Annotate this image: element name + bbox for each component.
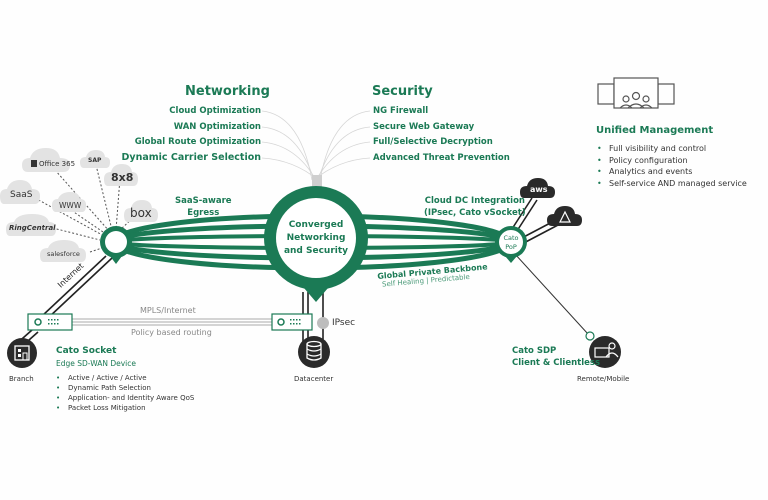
saas-egress-label: SaaS-aware Egress	[175, 195, 232, 219]
datacenter-label: Datacenter	[294, 375, 334, 383]
branch-icon	[7, 338, 37, 368]
socket-feature: Application- and Identity Aware QoS	[56, 393, 194, 403]
saas-cloud	[0, 180, 40, 204]
branch-socket-device	[27, 313, 73, 331]
management-title: Unified Management	[596, 125, 714, 136]
sdp-connector-dot	[585, 331, 595, 341]
saas-egress-node	[100, 226, 132, 264]
management-item: Full visibility and control	[597, 143, 747, 155]
hub-stem	[312, 175, 322, 189]
saas-egress-line: Egress	[187, 208, 220, 218]
ringcentral-cloud	[6, 214, 56, 236]
cloud-dc-line: Cloud DC Integration	[424, 196, 525, 206]
datacenter-socket-device	[271, 313, 313, 331]
office365-icon	[31, 160, 37, 167]
saas-egress-line: SaaS-aware	[175, 196, 232, 206]
socket-title: Cato Socket	[56, 346, 117, 356]
security-item: Advanced Threat Prevention	[373, 153, 510, 163]
management-console-icon	[597, 77, 675, 109]
networking-item: Dynamic Carrier Selection	[121, 152, 262, 163]
salesforce-cloud	[40, 240, 86, 262]
pop-remote-link	[514, 253, 589, 335]
hub-label-line: Networking	[286, 233, 346, 243]
pop-label: Cato PoP	[499, 234, 523, 252]
ringcentral-label: RingCentral	[9, 224, 56, 232]
service-fan-lines	[261, 110, 371, 181]
sap-cloud	[80, 150, 110, 168]
socket-feature: Packet Loss Mitigation	[56, 403, 194, 413]
mpls-link	[72, 318, 272, 326]
sdp-subtitle: Client & Clientless	[512, 358, 601, 368]
pop-label-line: Cato	[503, 234, 519, 242]
socket-feature: Dynamic Path Selection	[56, 383, 194, 393]
management-list: Full visibility and control Policy confi…	[597, 143, 747, 189]
policy-routing-label: Policy based routing	[131, 328, 212, 337]
security-item: NG Firewall	[373, 106, 429, 116]
8x8-label: 8x8	[111, 171, 134, 184]
sap-label: SAP	[88, 157, 102, 164]
networking-item: Cloud Optimization	[169, 106, 261, 116]
office365-label: Office 365	[31, 160, 75, 168]
ipsec-dot	[317, 317, 329, 329]
management-item: Self-service AND managed service	[597, 178, 747, 190]
saas-label: SaaS	[10, 190, 33, 200]
hub-label-line: Converged	[288, 220, 344, 230]
sdp-label: Cato SDP Client & Clientless	[512, 345, 600, 369]
pop-label-line: PoP	[505, 243, 517, 251]
8x8-cloud	[104, 164, 138, 186]
internet-link	[13, 255, 113, 349]
www-label: WWW	[59, 201, 82, 210]
saas-cloud-shapes	[0, 148, 158, 262]
www-cloud	[52, 192, 86, 212]
management-item: Policy configuration	[597, 155, 747, 167]
networking-item: WAN Optimization	[173, 122, 261, 132]
cloud-dc-line: (IPsec, Cato vSocket)	[424, 208, 526, 218]
cloud-dc-label: Cloud DC Integration (IPsec, Cato vSocke…	[424, 195, 526, 219]
aws-cloud-icon	[520, 178, 555, 198]
security-title: Security	[372, 84, 433, 99]
socket-feature: Active / Active / Active	[56, 373, 194, 383]
networking-item: Global Route Optimization	[134, 137, 261, 147]
security-item: Secure Web Gateway	[373, 122, 475, 132]
office365-text: Office 365	[39, 160, 76, 168]
converged-hub	[264, 186, 368, 302]
salesforce-label: salesforce	[47, 250, 80, 258]
socket-feature-list: Active / Active / Active Dynamic Path Se…	[56, 373, 194, 413]
box-label: box	[130, 206, 152, 220]
datacenter-icon	[298, 336, 330, 368]
remote-mobile-icon	[589, 336, 621, 368]
socket-subtitle: Edge SD-WAN Device	[56, 359, 136, 368]
azure-cloud-icon	[547, 206, 582, 226]
cato-pop-node	[495, 226, 527, 263]
branch-label: Branch	[9, 375, 34, 383]
hub-label: Converged Networking and Security	[276, 219, 356, 258]
sdp-title: Cato SDP	[512, 346, 557, 356]
hub-label-line: and Security	[283, 246, 349, 256]
security-item: Full/Selective Decryption	[373, 137, 493, 147]
management-item: Analytics and events	[597, 166, 747, 178]
mpls-label: MPLS/Internet	[140, 306, 196, 315]
aws-label: aws	[530, 185, 548, 194]
networking-title: Networking	[185, 84, 270, 99]
remote-label: Remote/Mobile	[577, 375, 630, 383]
ipsec-label: IPsec	[332, 318, 356, 328]
box-cloud	[124, 200, 158, 222]
